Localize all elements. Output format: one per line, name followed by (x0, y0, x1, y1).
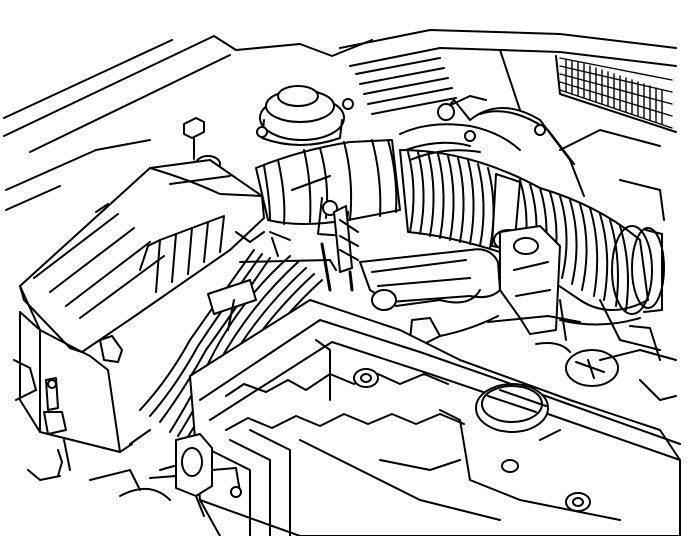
oil-filler-cap (475, 383, 549, 433)
throttle-body (89, 429, 242, 517)
cowl-vent-grille (339, 29, 677, 133)
hood-edge (3, 35, 373, 153)
strut-tower-cap (256, 85, 354, 146)
air-cleaner-housing (13, 159, 265, 481)
cylinder-head-cover (189, 299, 681, 536)
wiring-harness (139, 99, 585, 445)
air-intake-duct (255, 139, 401, 257)
right-side-components (539, 129, 677, 441)
fender-left (5, 139, 151, 211)
